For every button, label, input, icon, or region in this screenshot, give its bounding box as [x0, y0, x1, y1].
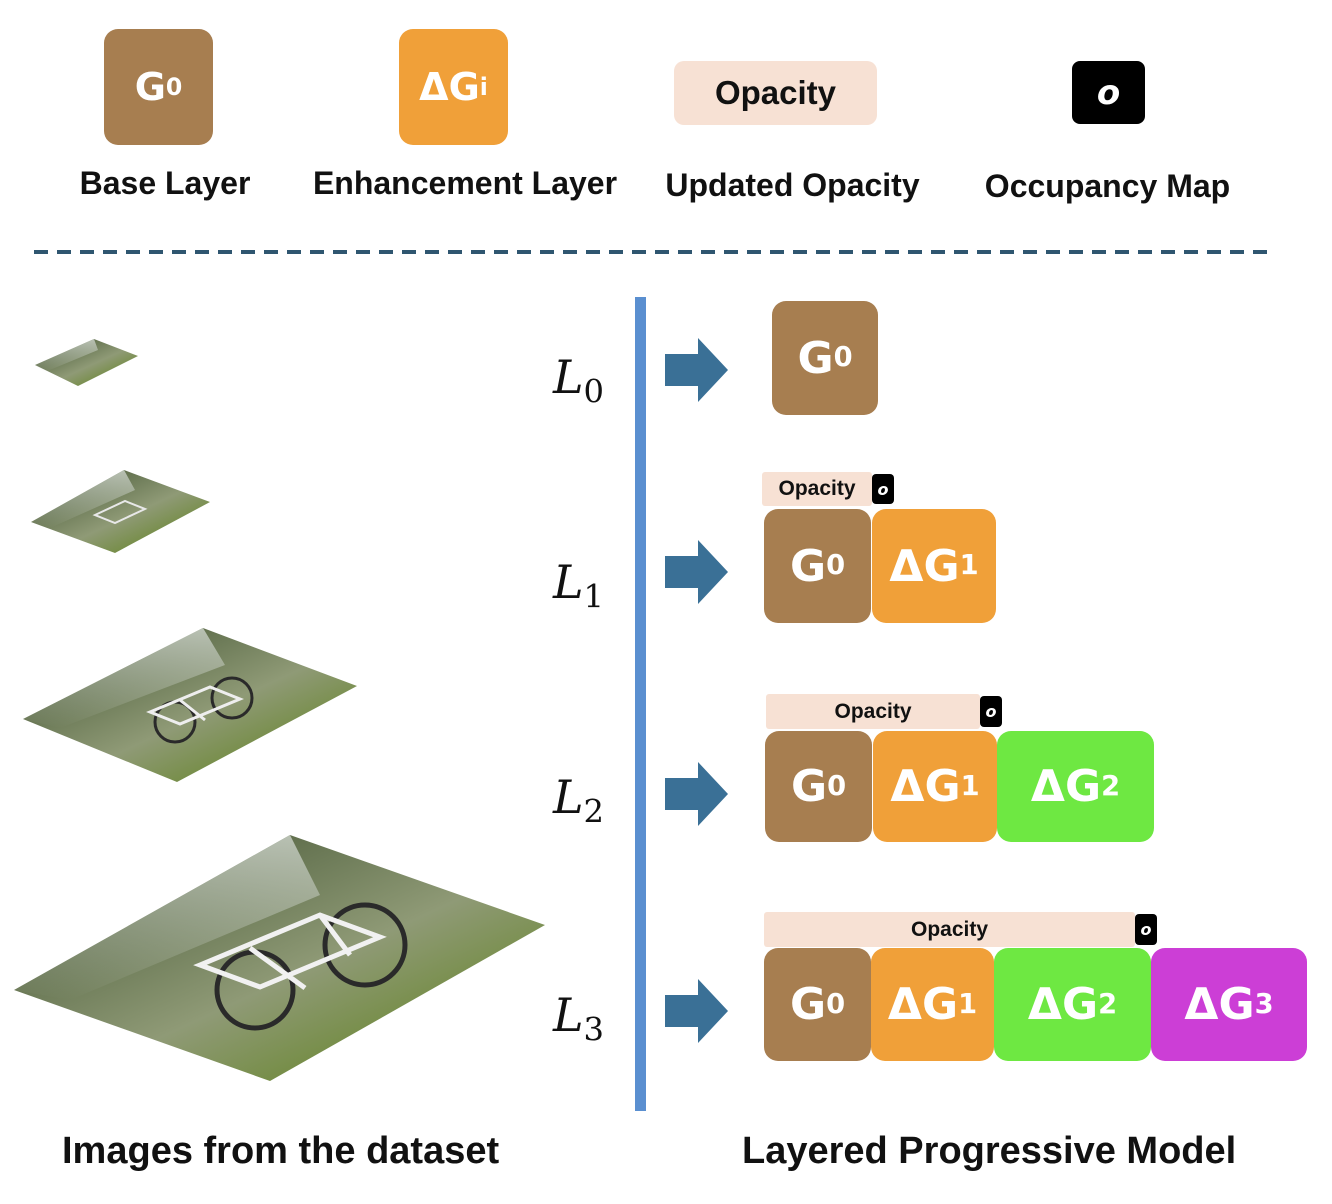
- legend-occupancy-block: o: [1072, 61, 1145, 124]
- arrow-level-3: [665, 979, 728, 1043]
- level-label-2-sub: 2: [583, 792, 605, 831]
- legend-base-symbol: G: [134, 65, 166, 109]
- level-1-occupancy-icon: o: [872, 474, 894, 504]
- level-label-3-main: L: [553, 988, 584, 1042]
- level-label-0: L0: [553, 350, 604, 408]
- level-label-0-main: L: [553, 350, 584, 404]
- legend-enhancement-symbol: ΔG: [419, 65, 480, 109]
- level-label-1: L1: [553, 555, 604, 613]
- level-0-block-0-symbol: G: [797, 332, 834, 384]
- arrows: [665, 338, 728, 1043]
- legend-opacity-block: Opacity: [674, 61, 877, 125]
- level-2-occupancy-icon: o: [980, 696, 1002, 727]
- level-label-0-sub: 0: [583, 372, 605, 411]
- dataset-image-2: [31, 470, 210, 553]
- legend-occupancy-label: Occupancy Map: [984, 168, 1231, 204]
- level-1-opacity-bar: Opacity: [762, 472, 872, 506]
- level-2-block-1-symbol: ΔG: [890, 761, 961, 812]
- level-3-block-1-symbol: ΔG: [887, 979, 959, 1030]
- dataset-image-3: [23, 628, 357, 782]
- legend-enhancement-label: Enhancement Layer: [312, 165, 618, 201]
- level-label-2-main: L: [553, 770, 584, 824]
- level-2-block-0-symbol: G: [790, 761, 828, 812]
- caption-dataset-images: Images from the dataset: [62, 1130, 500, 1172]
- level-3-occupancy-icon: o: [1135, 914, 1157, 945]
- arrow-level-2: [665, 762, 728, 826]
- dataset-images: [14, 339, 545, 1081]
- level-label-1-sub: 1: [583, 577, 605, 616]
- level-2-opacity-bar: Opacity: [766, 694, 980, 729]
- vertical-divider: [635, 297, 646, 1111]
- level-3-block-0-symbol: G: [789, 979, 827, 1030]
- level-label-2: L2: [553, 770, 604, 828]
- level-1-block-1-symbol: ΔG: [889, 540, 960, 592]
- dataset-image-4: [14, 835, 545, 1081]
- arrow-level-0: [665, 338, 728, 402]
- level-label-3-sub: 3: [583, 1010, 605, 1049]
- level-2-block-2-symbol: ΔG: [1030, 761, 1102, 812]
- legend-base-label: Base Layer: [79, 165, 251, 201]
- legend-opacity-label: Updated Opacity: [665, 167, 920, 203]
- level-label-3: L3: [553, 988, 604, 1046]
- level-label-1-main: L: [553, 555, 584, 609]
- arrow-level-1: [665, 540, 728, 604]
- level-1-block-0-symbol: G: [789, 540, 827, 592]
- dataset-image-1: [35, 339, 138, 386]
- level-3-block-2-symbol: ΔG: [1027, 979, 1099, 1030]
- caption-layered-model: Layered Progressive Model: [742, 1130, 1237, 1172]
- level-3-block-3-symbol: ΔG: [1184, 979, 1255, 1030]
- level-3-opacity-bar: Opacity: [764, 912, 1135, 947]
